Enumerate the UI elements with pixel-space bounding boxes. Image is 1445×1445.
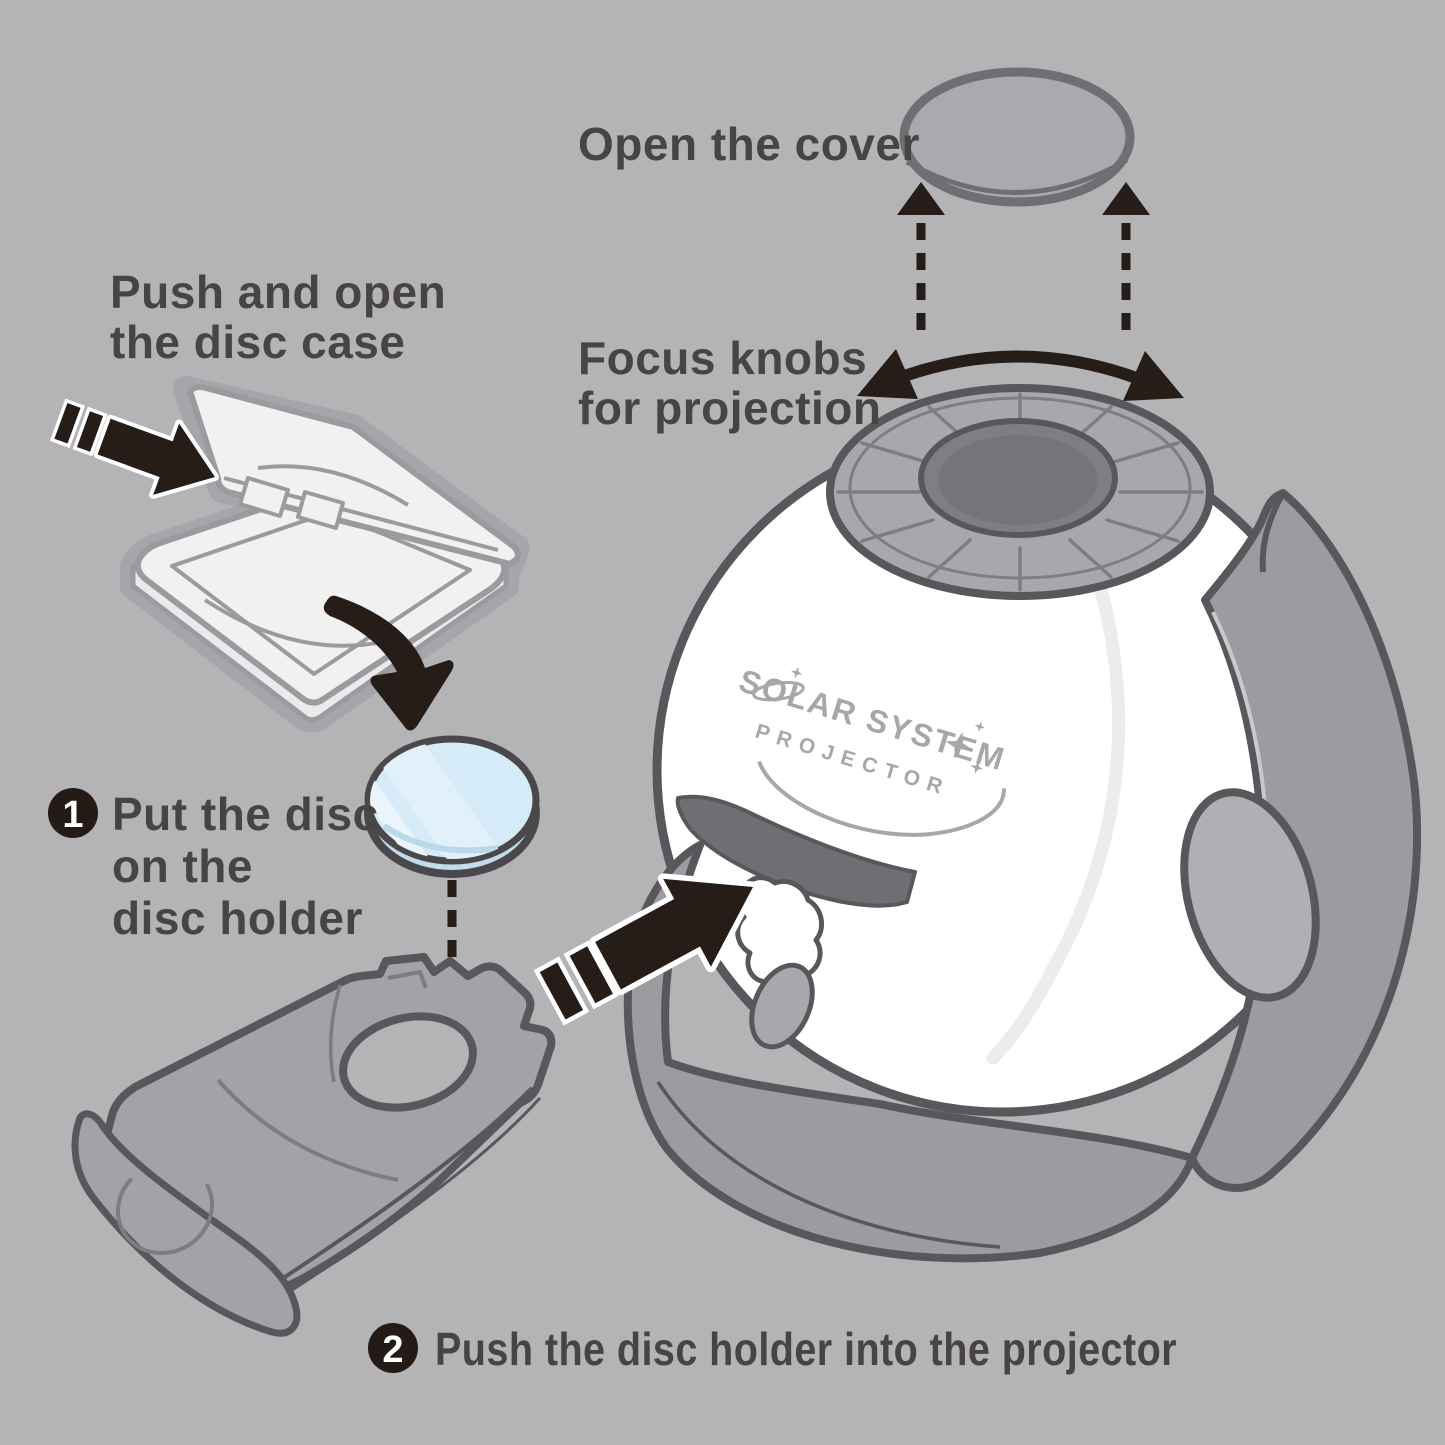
focus-knob <box>826 384 1214 600</box>
step1-number: 1 <box>62 794 83 836</box>
case-hinge <box>238 476 290 518</box>
holder-finger-recess <box>115 1160 215 1256</box>
rotate-knob-arrow-icon <box>857 349 1184 401</box>
case-tray-inner-rim <box>170 510 472 676</box>
holder-front-lip <box>71 1110 301 1337</box>
step2-label: Push the disc holder into the projector <box>435 1323 1177 1375</box>
logo-swoosh-icon <box>757 760 1006 837</box>
step1-label-line3: disc holder <box>112 892 363 944</box>
disc-shine <box>370 741 507 859</box>
step1-badge: 1 <box>48 788 98 838</box>
push-open-case-label-line1: Push and open <box>110 266 446 318</box>
push-case-arrow-icon <box>49 398 219 499</box>
holder-disc-hole <box>339 1012 477 1112</box>
open-cover-label: Open the cover <box>578 118 920 170</box>
step1-label-line2: on the <box>112 840 253 892</box>
curved-down-arrow-icon <box>323 595 454 731</box>
push-open-case-label-line2: the disc case <box>110 316 405 368</box>
arrowhead-up-right-icon <box>1102 182 1150 215</box>
projector: SOLAR SYSTEM PROJECTOR <box>623 384 1422 1263</box>
step2-number: 2 <box>382 1329 403 1371</box>
step2-badge: 2 <box>368 1323 418 1373</box>
logo-orbit-ring-icon <box>752 681 805 702</box>
case-tray-edge <box>130 563 509 723</box>
case-hinge <box>296 490 345 530</box>
projector-band <box>1188 489 1422 1192</box>
push-into-slot-arrow-icon <box>533 873 759 1026</box>
focus-knobs-label-line2: for projection <box>578 382 881 434</box>
step1-label-line1: Put the disc <box>112 788 379 840</box>
projector-base <box>623 841 1196 1263</box>
lens-cover-disc <box>899 67 1135 207</box>
body-highlight <box>986 533 1126 1065</box>
disc-case <box>120 376 530 733</box>
disc-holder <box>71 953 556 1337</box>
knob-ridges <box>836 392 1204 592</box>
slot-button <box>749 962 815 1050</box>
lift-cover-arrows <box>897 182 1150 330</box>
disc-slot <box>675 794 917 908</box>
arrowhead-up-left-icon <box>897 182 945 215</box>
band-grip-hole <box>1180 788 1320 1002</box>
disc <box>364 735 540 878</box>
focus-knobs-label-line1: Focus knobs <box>578 332 867 384</box>
case-lid <box>187 384 521 567</box>
